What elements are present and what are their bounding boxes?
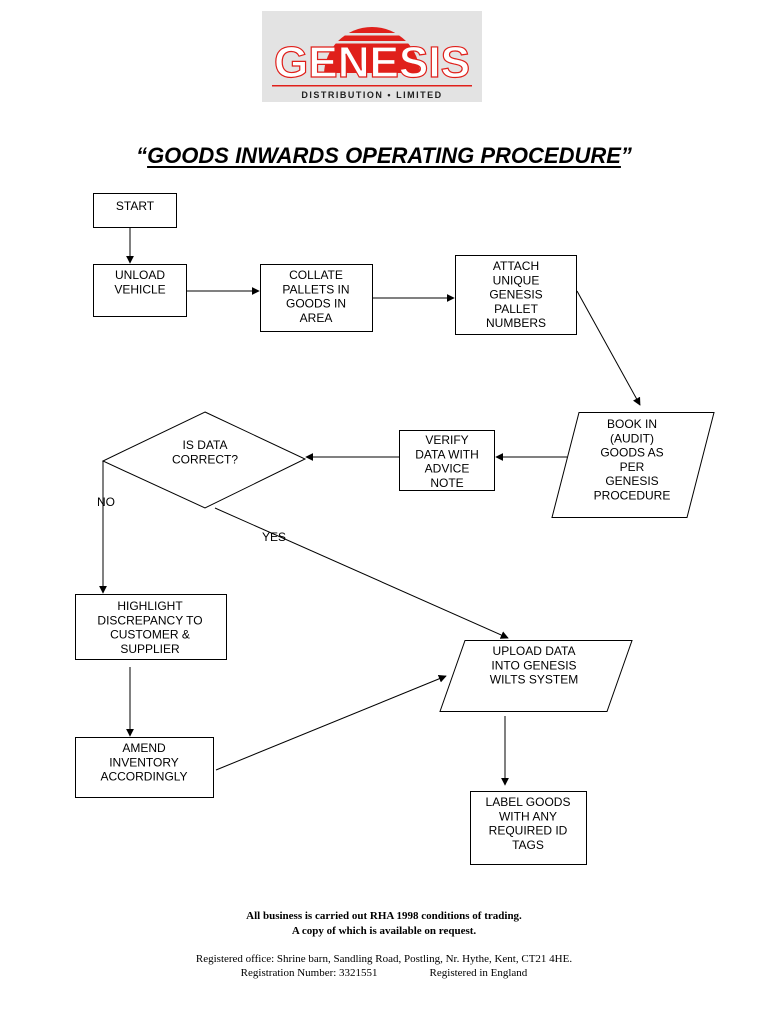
title-close-quote: ” [620, 143, 632, 168]
book-parallelogram [551, 412, 715, 518]
edge-label-yes: YES [262, 530, 286, 544]
registered-in: Registered in England [429, 967, 528, 979]
arrow-amend-to-upload [215, 675, 447, 771]
collate-box [260, 264, 373, 332]
attach-box [455, 255, 577, 335]
upload-parallelogram [439, 640, 633, 712]
footer-copy-note: A copy of which is available on request. [291, 925, 477, 937]
logo-graphic: GENESIS [272, 27, 472, 102]
footer-registration: Registration Number: 3321551 Registered i… [0, 967, 768, 979]
arrow-decision-yes-to-upload [214, 507, 509, 639]
highlight-box [75, 594, 227, 660]
logo-subtitle: DISTRIBUTION • LIMITED [301, 90, 443, 100]
start-box [93, 193, 177, 228]
verify-box [399, 430, 495, 491]
edge-label-no: NO [97, 495, 115, 509]
label-box [470, 791, 587, 865]
title-text: GOODS INWARDS OPERATING PROCEDURE [147, 143, 621, 168]
amend-box [75, 737, 214, 798]
decision-diamond [101, 411, 307, 509]
arrow-attach-to-book [576, 290, 641, 406]
start-label: START [116, 199, 155, 213]
genesis-logo: GENESIS DISTRIBUTION • LIMITED [262, 11, 482, 102]
page-title: “GOODS INWARDS OPERATING PROCEDURE” [0, 143, 768, 169]
registration-number: Registration Number: 3321551 [240, 967, 378, 979]
title-open-quote: “ [136, 143, 148, 168]
unload-box [93, 264, 187, 317]
footer-terms: All business is carried out RHA 1998 con… [246, 910, 522, 922]
logo-wordmark: GENESIS [274, 38, 470, 87]
footer-office-address: Registered office: Shrine barn, Sandling… [195, 953, 573, 965]
